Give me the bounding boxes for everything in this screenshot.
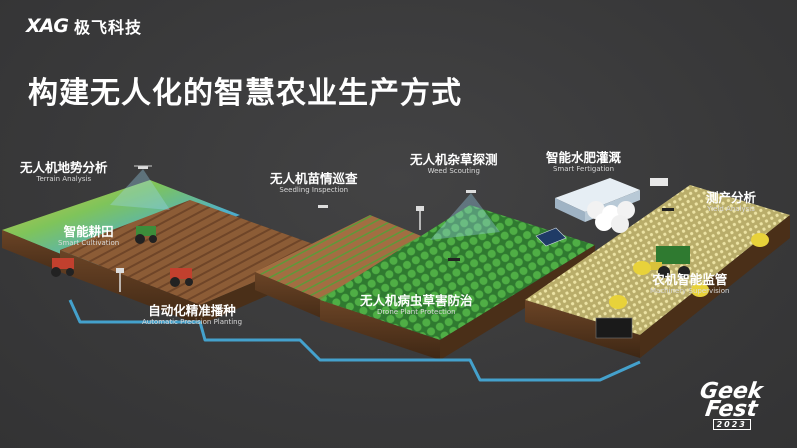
badge-line-2: Fest [704, 397, 760, 422]
tractor-icon [135, 226, 157, 244]
station-title: 无人机杂草探测 [410, 152, 498, 167]
badge-year: 2023 [712, 419, 751, 430]
drone-icon [318, 205, 328, 208]
brand-mark: XAG [26, 15, 69, 37]
station-precision-planting: 自动化精准播种 Automatic Precision Planting [142, 303, 242, 327]
station-smart-fertigation: 智能水肥灌溉 Smart Fertigation [546, 150, 621, 174]
vehicle-icon [650, 178, 668, 186]
crop-field [320, 205, 595, 360]
brand-name: 极飞科技 [73, 18, 142, 37]
station-title: 无人机病虫草害防治 [360, 293, 473, 308]
weather-station-icon [116, 206, 424, 292]
tractor-icon [170, 268, 193, 287]
drone-icon [448, 258, 460, 261]
harvester-icon [650, 246, 690, 278]
brand-logo: XAG 极飞科技 [26, 14, 142, 38]
page-title: 构建无人化的智慧农业生产方式 [28, 76, 462, 111]
station-title: 无人机地势分析 [20, 160, 108, 175]
water-tank-icon [587, 201, 635, 233]
station-title: 测产分析 [706, 190, 757, 205]
logo-sign-icon [595, 317, 633, 339]
station-subtitle: Automatic Precision Planting [142, 318, 243, 326]
station-smart-cultivation: 智能耕田 Smart Cultivation [58, 224, 119, 248]
station-title: 农机智能监管 [652, 272, 728, 287]
station-weed-scouting: 无人机杂草探测 Weed Scouting [410, 152, 498, 176]
station-subtitle: Machinery Supervision [650, 287, 730, 295]
station-subtitle: Drone Plant Protection [376, 308, 456, 316]
station-seedling-inspection: 无人机苗情巡查 Seedling Inspection [270, 171, 358, 195]
solar-panel-icon [535, 227, 567, 247]
station-yield-analysis: 测产分析 Yield Analysis [706, 190, 756, 214]
station-subtitle: Smart Fertigation [552, 165, 615, 173]
station-terrain-analysis: 无人机地势分析 Terrain Analysis [20, 160, 108, 184]
station-subtitle: Terrain Analysis [36, 175, 92, 183]
drone-icon [134, 165, 152, 169]
tractor-icon [51, 258, 74, 277]
station-title: 智能水肥灌溉 [546, 150, 622, 165]
station-drone-plant-protection: 无人机病虫草害防治 Drone Plant Protection [360, 293, 473, 317]
station-subtitle: Weed Scouting [427, 167, 480, 175]
hay-bale-icon [609, 233, 769, 309]
station-subtitle: Seedling Inspection [279, 186, 349, 194]
station-machinery-supervision: 农机智能监管 Machinery Supervision [650, 272, 729, 296]
drone-icon [662, 208, 674, 211]
station-title: 智能耕田 [63, 224, 114, 239]
station-title: 自动化精准播种 [148, 303, 236, 318]
station-subtitle: Smart Cultivation [58, 239, 120, 247]
station-subtitle: Yield Analysis [707, 205, 755, 213]
station-title: 无人机苗情巡查 [270, 171, 358, 186]
irrigation-pipe [68, 299, 641, 382]
drone-icon [466, 190, 476, 193]
geekfest-badge: Geek Fest 2023 [699, 379, 765, 430]
